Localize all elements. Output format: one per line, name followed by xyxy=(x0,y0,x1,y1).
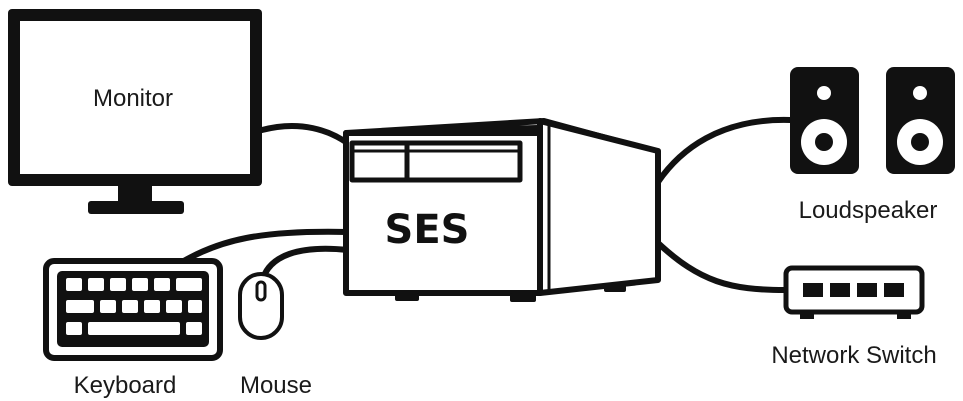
ses-title: SES xyxy=(385,207,470,253)
monitor-label: Monitor xyxy=(93,85,173,112)
monitor-cable xyxy=(259,122,353,148)
keyboard-icon xyxy=(43,258,223,361)
loudspeaker-cable xyxy=(655,116,793,185)
monitor-icon xyxy=(8,9,262,214)
network-switch-icon xyxy=(783,265,925,319)
mouse-icon xyxy=(238,272,284,340)
network-switch-cable xyxy=(655,240,788,293)
network-switch-label: Network Switch xyxy=(771,342,936,369)
server-box-icon xyxy=(343,118,661,302)
mouse-label: Mouse xyxy=(240,372,312,399)
loudspeaker-label: Loudspeaker xyxy=(799,197,938,224)
loudspeaker-icon xyxy=(790,67,955,174)
keyboard-cable xyxy=(179,228,351,265)
keyboard-label: Keyboard xyxy=(74,372,177,399)
